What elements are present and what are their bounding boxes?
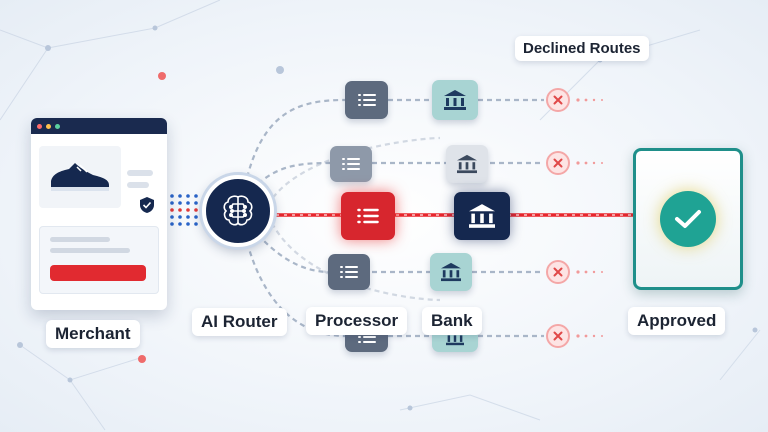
merchant-window — [31, 118, 167, 310]
processor-node — [345, 81, 388, 119]
ai-router-label: AI Router — [192, 308, 287, 336]
x-circle-icon — [546, 260, 570, 284]
bank-node — [446, 145, 488, 183]
form-field-line — [50, 248, 130, 253]
merchant-label: Merchant — [46, 320, 140, 348]
window-dot-yellow — [46, 123, 51, 129]
product-info-line — [127, 170, 153, 176]
bank-label: Bank — [422, 307, 482, 335]
brain-circuit-icon — [223, 195, 253, 226]
shield-check-icon — [140, 197, 154, 213]
bank-node-active — [454, 192, 510, 240]
x-circle-icon — [546, 151, 570, 175]
processor-label: Processor — [306, 307, 408, 335]
window-title-bar — [31, 118, 167, 134]
pay-button[interactable] — [50, 265, 146, 281]
approved-card — [633, 148, 743, 290]
processor-node — [330, 146, 372, 182]
product-info-line — [127, 182, 149, 188]
processor-node — [328, 254, 370, 290]
check-circle-icon — [660, 191, 716, 247]
approved-label: Approved — [628, 307, 726, 335]
list-icon — [357, 94, 376, 106]
bank-building-icon — [441, 262, 461, 282]
list-icon — [340, 266, 358, 278]
bank-building-icon — [457, 154, 477, 174]
bank-building-icon — [469, 204, 495, 228]
list-icon — [342, 158, 360, 170]
window-dot-red — [37, 123, 42, 129]
declined-routes-label: Declined Routes — [515, 36, 649, 61]
x-circle-icon — [546, 324, 570, 348]
x-circle-icon — [546, 88, 570, 112]
bank-building-icon — [444, 90, 466, 110]
bank-node — [432, 80, 478, 120]
product-image — [39, 146, 121, 208]
sneaker-icon — [51, 163, 109, 191]
ai-router-node — [202, 175, 274, 247]
form-field-line — [50, 237, 110, 242]
processor-node-active — [341, 192, 395, 240]
list-icon — [357, 208, 379, 224]
checkout-form — [39, 226, 159, 294]
bank-node — [430, 253, 472, 291]
window-dot-green — [55, 123, 60, 129]
